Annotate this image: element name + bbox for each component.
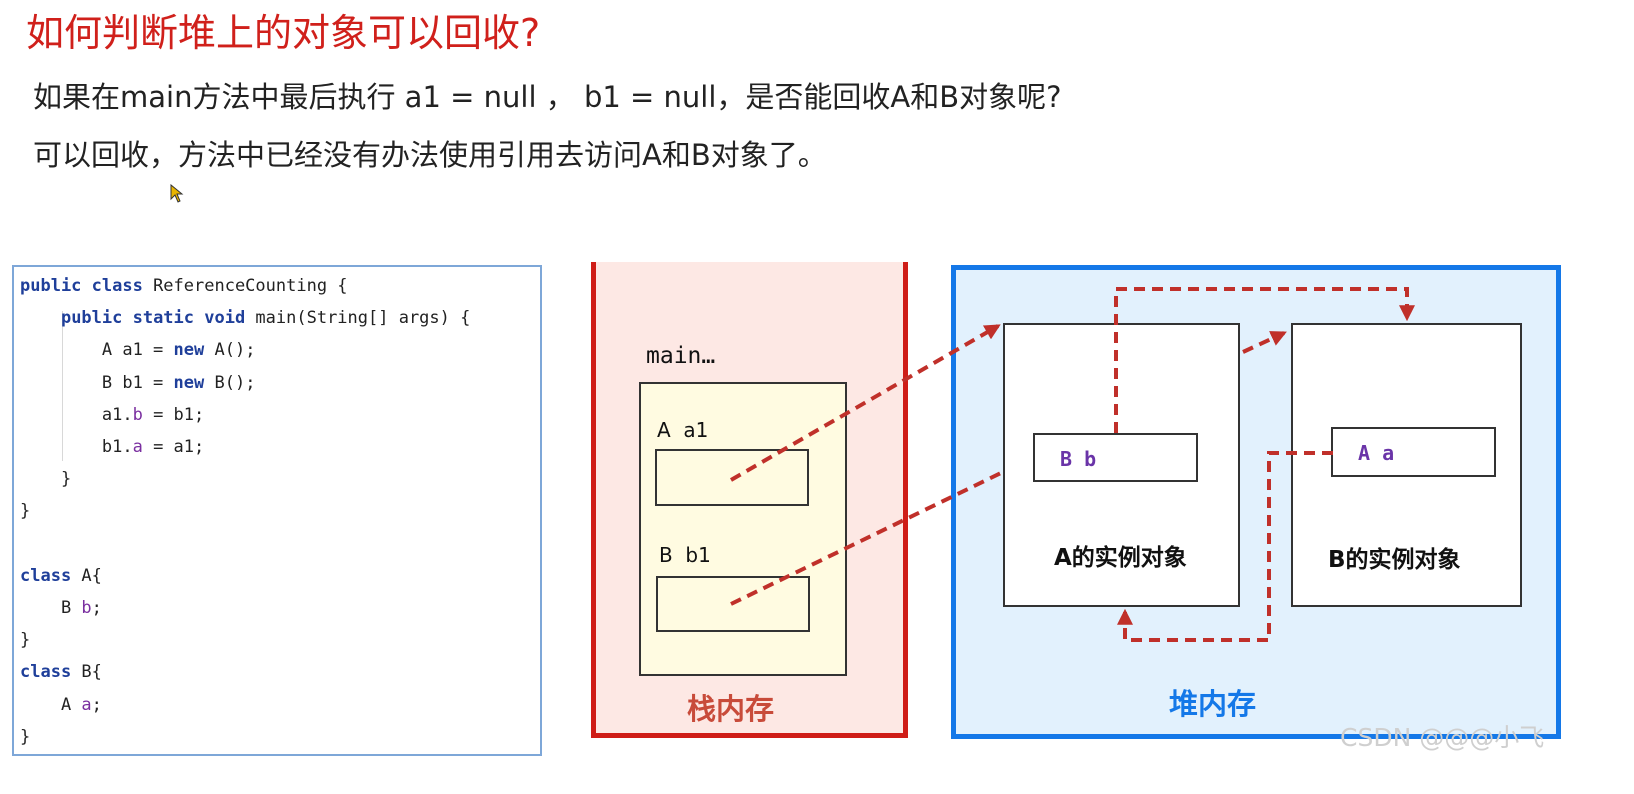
code-text: B	[20, 598, 82, 618]
heap-memory-label: 堆内存	[1169, 687, 1257, 721]
code-line: b1.a = a1;	[20, 432, 204, 462]
code-line: }	[20, 625, 30, 655]
code-text: A	[20, 694, 82, 715]
arrow-field-b-to-object-b	[1114, 287, 1415, 433]
code-text: ;	[91, 598, 102, 618]
code-text: ReferenceCounting {	[142, 276, 348, 296]
code-text: A a1 =	[20, 340, 174, 361]
code-text: }	[20, 726, 31, 747]
code-text: A();	[204, 340, 256, 361]
code-field: a	[81, 694, 92, 715]
code-keyword: public class	[20, 276, 143, 296]
code-text: }	[20, 501, 31, 522]
code-keyword: public static void	[60, 308, 246, 329]
var-a1-label: A a1	[657, 418, 709, 442]
object-b-label: B的实例对象	[1328, 547, 1461, 573]
arrow-field-a-to-object-a	[1117, 451, 1333, 642]
code-field: b	[132, 404, 143, 425]
code-keyword: new	[173, 340, 205, 361]
code-text: B{	[71, 662, 102, 683]
code-text: b1.	[20, 437, 133, 457]
mouse-cursor-icon	[170, 184, 184, 203]
code-text: main(String[] args) {	[245, 308, 471, 329]
code-line: B b1 = new B();	[20, 368, 256, 398]
arrow-b1-to-object-b	[730, 470, 1004, 606]
slide-title: 如何判断堆上的对象可以回收?	[26, 11, 541, 55]
code-line: A a1 = new A();	[20, 335, 256, 365]
code-field: a	[132, 437, 143, 457]
code-text: a1.	[20, 404, 133, 425]
code-text: B b1 =	[20, 372, 174, 393]
code-line: }	[20, 464, 71, 494]
code-panel: public class ReferenceCounting { public …	[12, 265, 542, 756]
code-text: ;	[91, 694, 102, 715]
question-text: 如果在main方法中最后执行 a1 = null ， b1 = null，是否能…	[33, 80, 1062, 114]
arrow-b1-to-object-b-head	[1242, 331, 1287, 354]
code-keyword: class	[20, 662, 72, 683]
code-line: class A{	[20, 561, 102, 591]
field-b-slot	[1033, 433, 1198, 482]
code-text: }	[20, 630, 31, 651]
answer-text: 可以回收，方法中已经没有办法使用引用去访问A和B对象了。	[33, 138, 827, 172]
arrow-a1-to-object-a	[730, 324, 1001, 482]
code-text: }	[20, 469, 72, 490]
code-text: = a1;	[142, 437, 205, 457]
code-keyword: class	[20, 565, 72, 586]
code-text: = b1;	[142, 404, 205, 425]
indent-guide	[62, 311, 63, 461]
object-a-label: A的实例对象	[1054, 545, 1187, 571]
code-line: public class ReferenceCounting {	[20, 271, 348, 301]
field-b-label: B b	[1060, 447, 1097, 471]
var-b1-label: B b1	[659, 543, 711, 567]
code-line: A a;	[20, 690, 102, 720]
code-line: class B{	[20, 657, 102, 687]
code-text: A{	[71, 565, 102, 586]
code-line: }	[20, 722, 30, 752]
field-a-label: A a	[1358, 441, 1395, 465]
code-field: b	[81, 598, 92, 618]
stack-memory-label: 栈内存	[687, 692, 775, 726]
code-keyword: new	[173, 372, 205, 393]
code-line: }	[20, 496, 30, 526]
code-line: a1.b = b1;	[20, 400, 204, 430]
code-line: public static void main(String[] args) {	[20, 303, 470, 333]
code-text: B();	[204, 372, 256, 393]
field-a-slot	[1331, 427, 1496, 477]
stack-frame-label: main…	[646, 343, 716, 369]
watermark: CSDN @@@小飞	[1340, 723, 1545, 752]
code-line: B b;	[20, 593, 102, 623]
